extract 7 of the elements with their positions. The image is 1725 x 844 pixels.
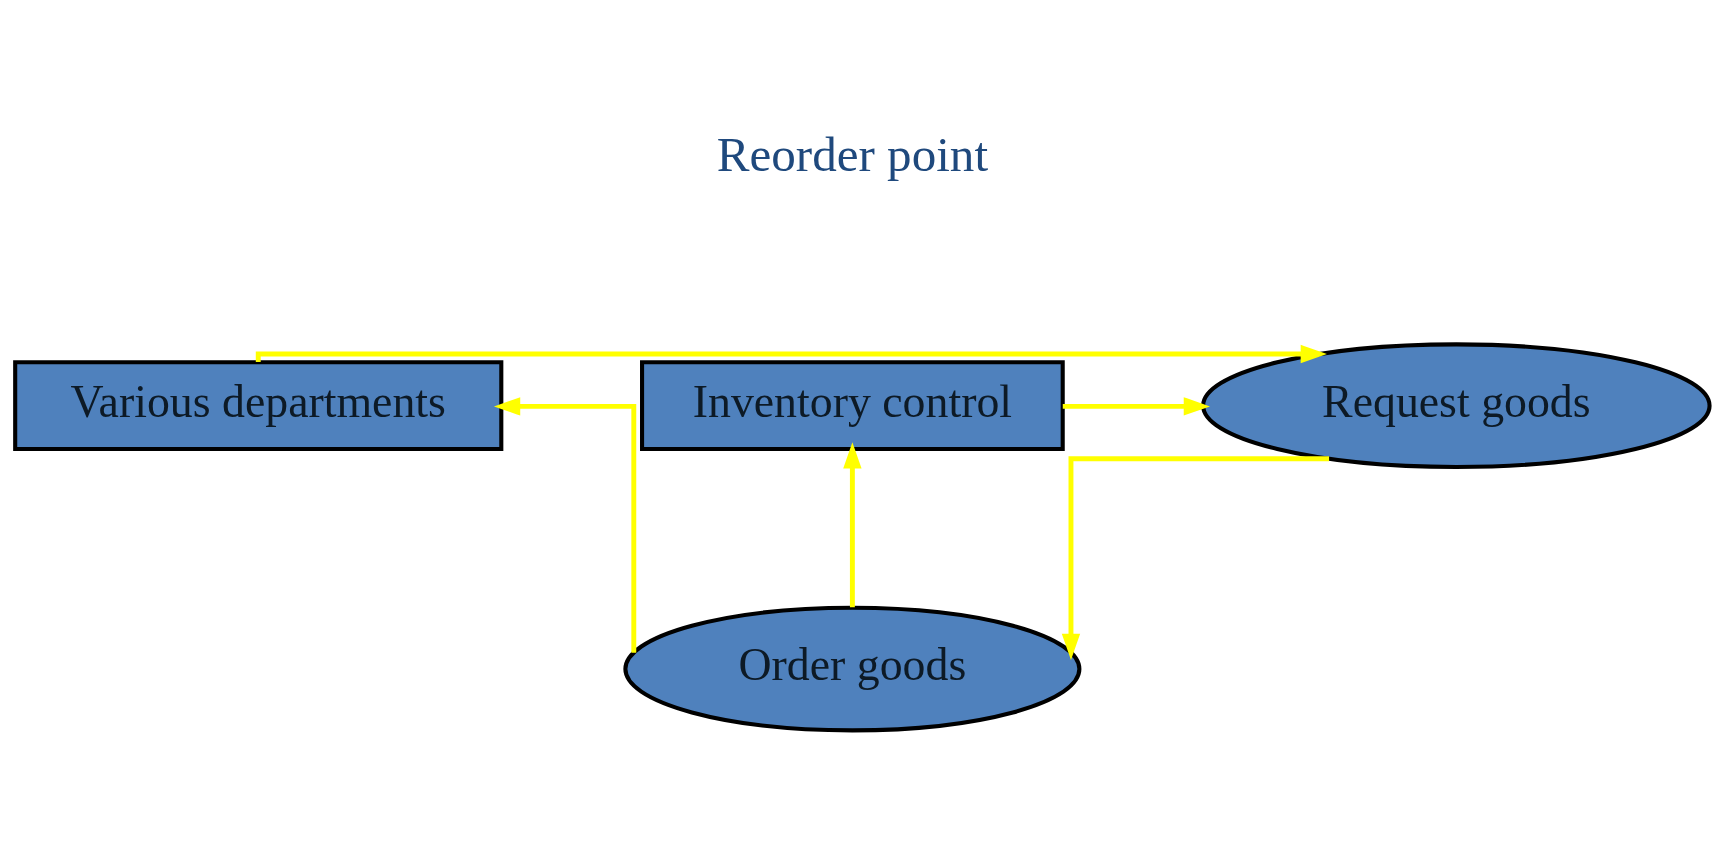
arrow xyxy=(1062,397,1210,416)
arrow xyxy=(1061,456,1330,661)
label: Reorder point xyxy=(716,126,989,182)
arrow xyxy=(843,442,862,608)
node-box: Various departments xyxy=(13,360,504,452)
node-box: Inventory control xyxy=(640,360,1065,452)
arrow xyxy=(493,397,637,653)
